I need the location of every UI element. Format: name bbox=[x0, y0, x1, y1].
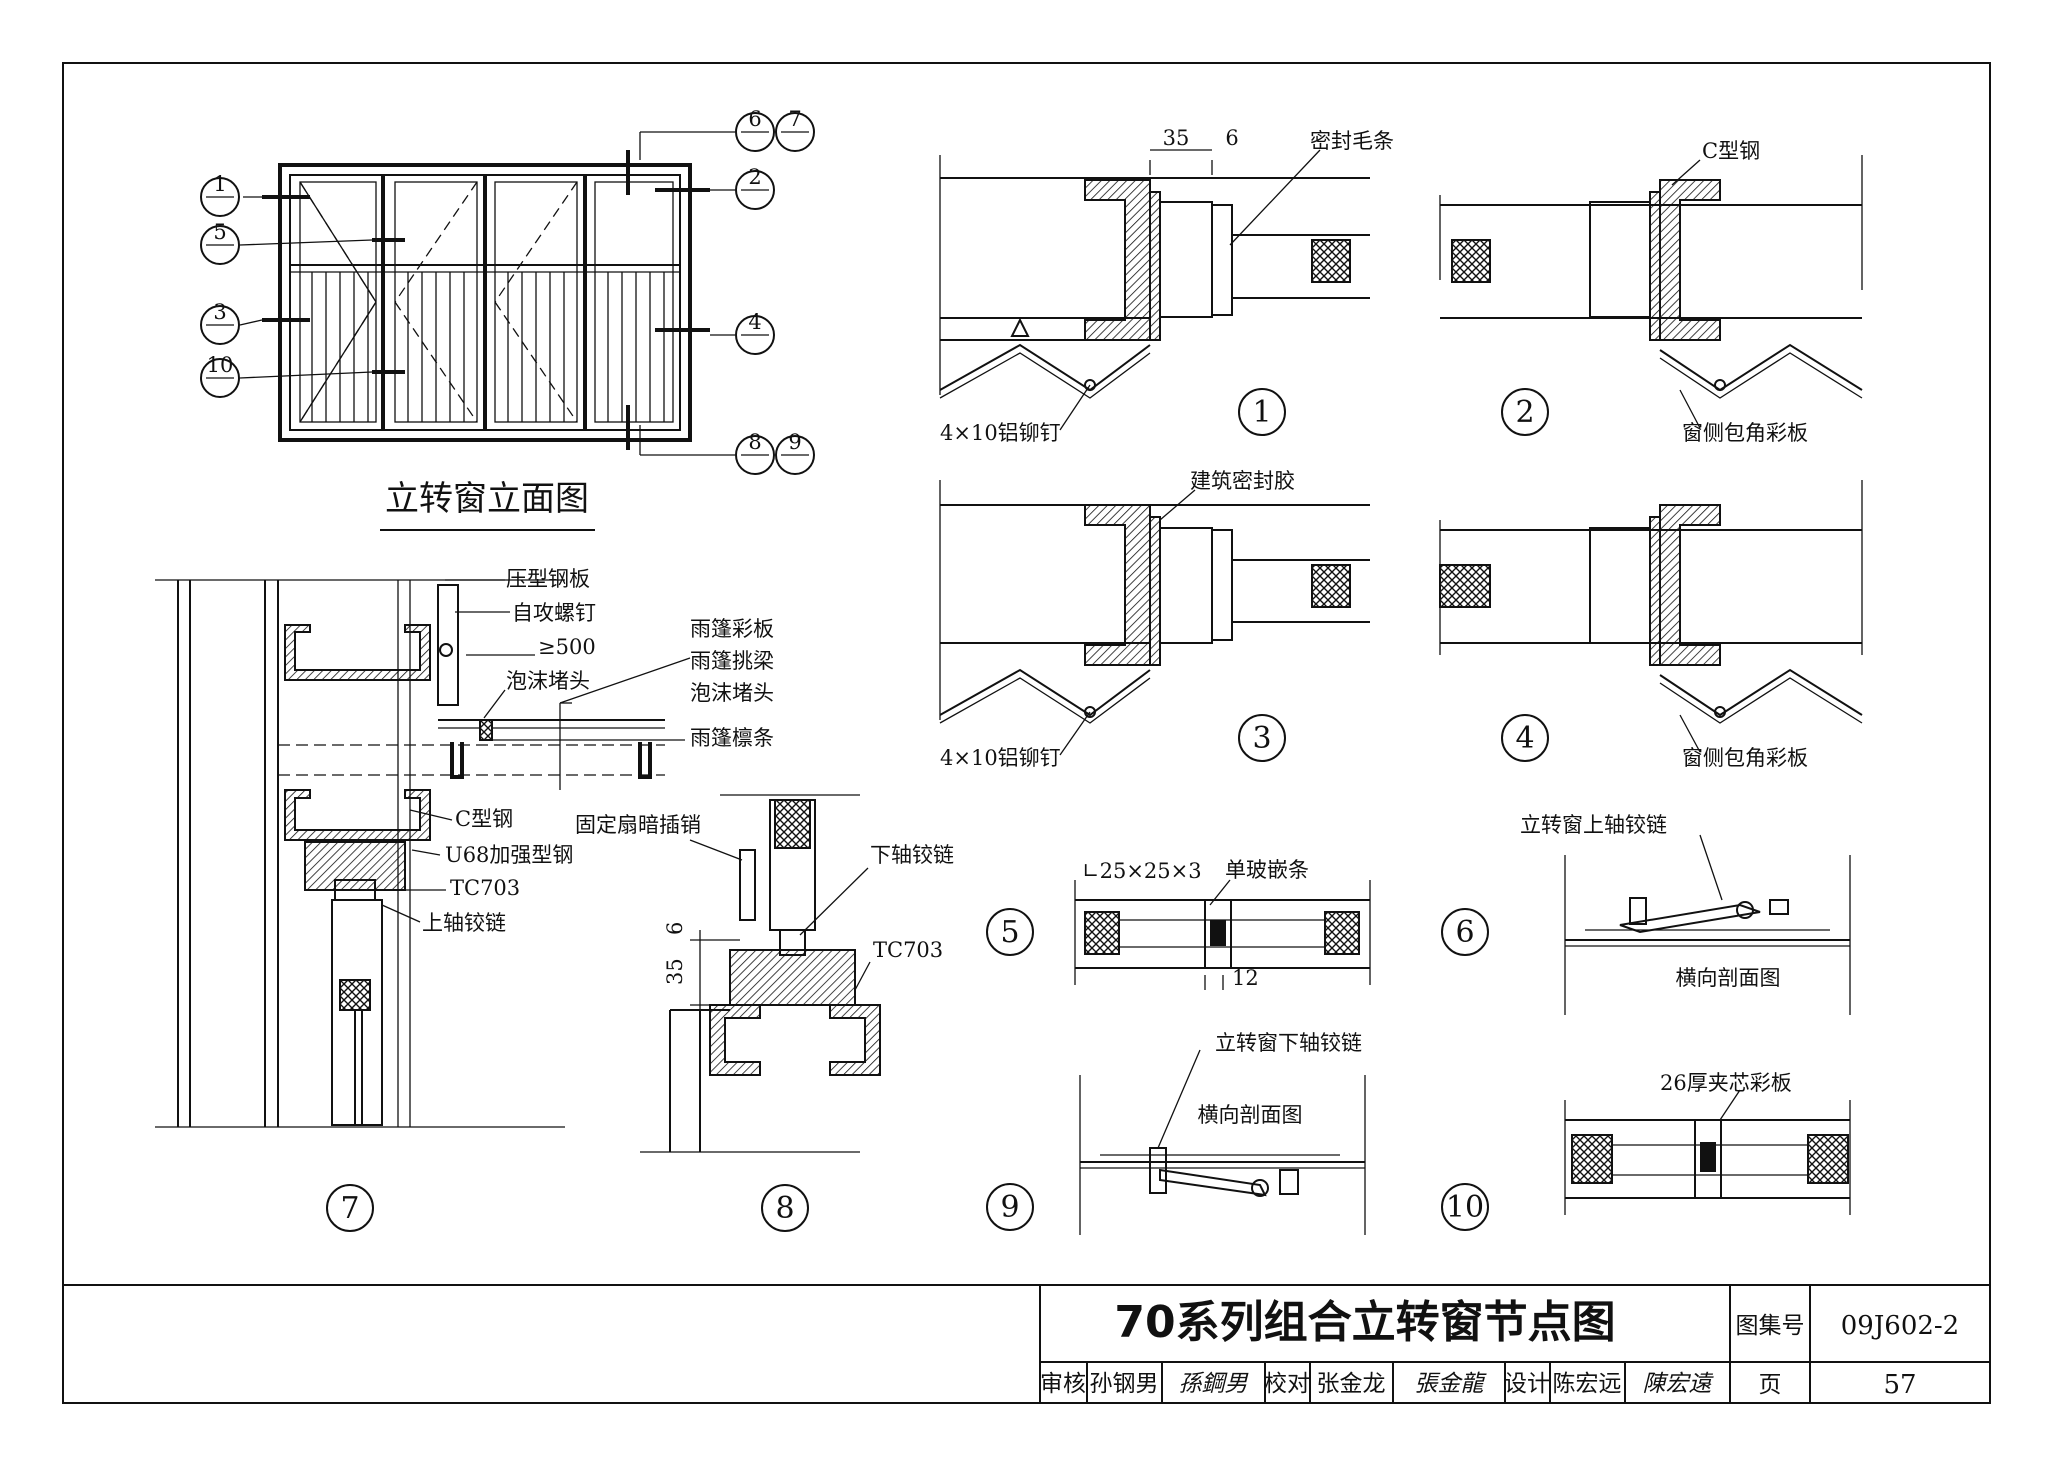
detail-4-number: 4 bbox=[1515, 721, 1534, 756]
detail-1: 35 6 密封毛条 4×10铝铆钉 1 bbox=[939, 126, 1394, 445]
d1-dim-6: 6 bbox=[1225, 126, 1238, 150]
detail-10-number: 10 bbox=[1446, 1190, 1484, 1225]
callout-4: 4 bbox=[748, 310, 761, 334]
elevation-title: 立转窗立面图 bbox=[385, 479, 589, 519]
detail-2: C型钢 窗侧包角彩板 2 bbox=[1439, 139, 1863, 445]
designer-signature: 陳宏遠 bbox=[1643, 1371, 1715, 1397]
d7-label-purlin: 雨篷檩条 bbox=[690, 726, 774, 750]
designer-name: 陈宏远 bbox=[1553, 1371, 1622, 1397]
callout-7: 7 bbox=[788, 107, 801, 131]
d2-label-c-steel: C型钢 bbox=[1702, 139, 1760, 163]
check-label: 校对 bbox=[1264, 1371, 1310, 1397]
design-label: 设计 bbox=[1504, 1371, 1550, 1397]
page-number: 57 bbox=[1883, 1370, 1916, 1400]
reviewer-name: 孙钢男 bbox=[1090, 1371, 1159, 1397]
detail-5: ∟25×25×3 单玻嵌条 12 5 bbox=[986, 858, 1371, 990]
detail-7: 压型钢板 自攻螺钉 ≥500 泡沫堵头 雨篷彩板 雨篷挑梁 泡沫堵头 雨篷檩条 … bbox=[155, 567, 774, 1232]
d8-label-pin: 固定扇暗插销 bbox=[575, 813, 701, 837]
d8-dim-35: 35 bbox=[663, 958, 687, 985]
d7-label-u68: U68加强型钢 bbox=[445, 843, 573, 867]
d7-label-c-steel: C型钢 bbox=[455, 807, 513, 831]
d7-label-foam-1: 泡沫堵头 bbox=[506, 669, 590, 693]
page-label: 页 bbox=[1759, 1372, 1782, 1398]
detail-1-number: 1 bbox=[1252, 395, 1271, 430]
d1-label-rivet: 4×10铝铆钉 bbox=[940, 421, 1061, 445]
detail-4: 窗侧包角彩板 4 bbox=[1439, 480, 1863, 770]
detail-7-number: 7 bbox=[340, 1191, 359, 1226]
d7-label-top-hinge: 上轴铰链 bbox=[422, 911, 506, 935]
d9-label-hinge: 立转窗下轴铰链 bbox=[1215, 1031, 1362, 1055]
detail-9-number: 9 bbox=[1000, 1190, 1019, 1225]
d9-label-section: 横向剖面图 bbox=[1198, 1103, 1303, 1127]
atlas-label: 图集号 bbox=[1736, 1313, 1805, 1339]
d7-label-dim-500: ≥500 bbox=[538, 635, 596, 659]
d10-label-panel: 26厚夹芯彩板 bbox=[1660, 1071, 1792, 1095]
detail-2-number: 2 bbox=[1515, 395, 1534, 430]
title-block: 70系列组合立转窗节点图 图集号 09J602-2 页 57 审核 孙钢男 孫鋼… bbox=[63, 1284, 1990, 1403]
detail-5-number: 5 bbox=[1000, 915, 1019, 950]
callout-8: 8 bbox=[748, 430, 761, 454]
detail-3-number: 3 bbox=[1252, 721, 1271, 756]
d7-label-foam-2: 泡沫堵头 bbox=[690, 681, 774, 705]
d3-label-sealant: 建筑密封胶 bbox=[1190, 469, 1295, 493]
d5-label-angle: ∟25×25×3 bbox=[1082, 859, 1202, 883]
d5-label-strip: 单玻嵌条 bbox=[1225, 858, 1309, 882]
window-elevation: 1 5 3 10 2 4 6 7 8 9 立转窗立面图 bbox=[200, 107, 815, 531]
callout-6: 6 bbox=[748, 107, 761, 131]
detail-9: 立转窗下轴铰链 横向剖面图 9 bbox=[986, 1031, 1366, 1235]
detail-3: 建筑密封胶 4×10铝铆钉 3 bbox=[939, 469, 1370, 770]
callout-2: 2 bbox=[748, 165, 761, 189]
d4-label-panel: 窗侧包角彩板 bbox=[1682, 746, 1808, 770]
callout-10: 10 bbox=[207, 353, 234, 377]
reviewer-signature: 孫鋼男 bbox=[1179, 1371, 1250, 1397]
detail-10: 26厚夹芯彩板 10 bbox=[1441, 1071, 1851, 1231]
d8-label-hinge: 下轴铰链 bbox=[870, 843, 954, 867]
sheet-title: 70系列组合立转窗节点图 bbox=[1114, 1297, 1615, 1348]
d7-label-screw: 自攻螺钉 bbox=[512, 601, 596, 625]
callout-3: 3 bbox=[213, 300, 226, 324]
d8-label-tc703: TC703 bbox=[873, 938, 943, 962]
d7-label-tc703: TC703 bbox=[450, 876, 520, 900]
sheet-border bbox=[62, 62, 1991, 1404]
d3-label-rivet: 4×10铝铆钉 bbox=[940, 746, 1061, 770]
detail-6: 立转窗上轴铰链 横向剖面图 6 bbox=[1441, 813, 1851, 1015]
callout-5: 5 bbox=[213, 220, 226, 244]
d8-dim-6: 6 bbox=[663, 922, 687, 935]
d6-label-hinge: 立转窗上轴铰链 bbox=[1520, 813, 1667, 837]
detail-6-number: 6 bbox=[1455, 915, 1474, 950]
d6-label-section: 横向剖面图 bbox=[1676, 966, 1781, 990]
checker-signature: 張金龍 bbox=[1415, 1371, 1488, 1397]
d2-label-panel: 窗侧包角彩板 bbox=[1682, 421, 1808, 445]
d5-dim-12: 12 bbox=[1232, 966, 1259, 990]
d7-label-canopy-panel: 雨篷彩板 bbox=[690, 617, 774, 641]
d1-label-seal: 密封毛条 bbox=[1310, 129, 1394, 153]
checker-name: 张金龙 bbox=[1317, 1371, 1386, 1397]
atlas-number: 09J602-2 bbox=[1841, 1311, 1959, 1341]
d1-dim-35: 35 bbox=[1163, 126, 1190, 150]
review-label: 审核 bbox=[1040, 1371, 1086, 1397]
d7-label-pressed-steel: 压型钢板 bbox=[506, 567, 590, 591]
detail-8-number: 8 bbox=[775, 1191, 794, 1226]
detail-8: 6 35 固定扇暗插销 下轴铰链 TC703 8 bbox=[575, 794, 954, 1232]
callout-1: 1 bbox=[213, 172, 226, 196]
d7-label-canopy-beam: 雨篷挑梁 bbox=[690, 649, 774, 673]
callout-9: 9 bbox=[788, 430, 801, 454]
